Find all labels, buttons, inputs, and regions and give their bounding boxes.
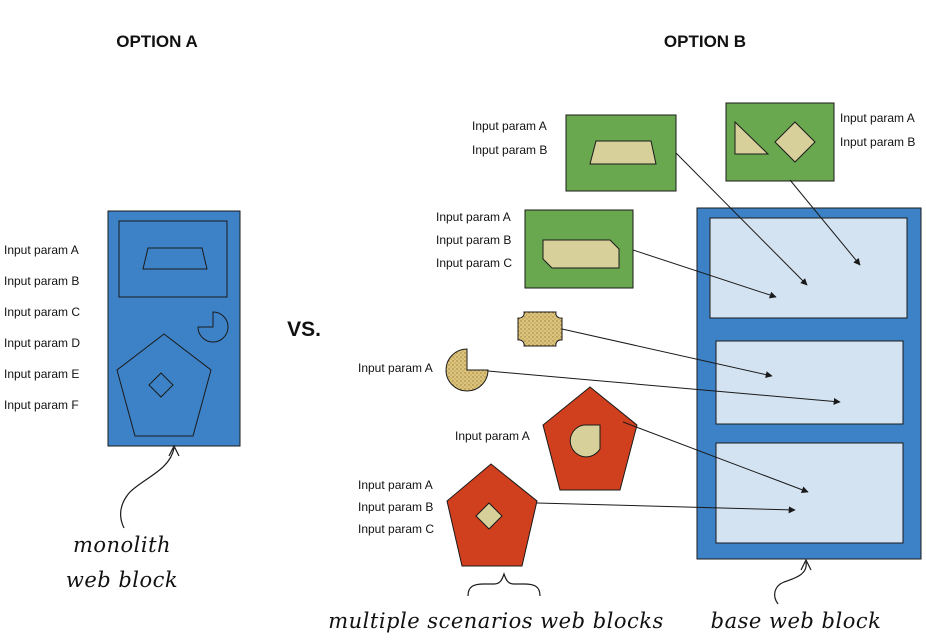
diamond-shape — [148, 372, 174, 398]
connector-arrow — [561, 328, 773, 379]
block2-param: Input param B — [840, 135, 915, 149]
scenarios-brace — [467, 572, 541, 597]
triangle-shape — [734, 120, 770, 155]
block7-param: Input param B — [358, 500, 433, 514]
block1-param: Input param B — [472, 143, 547, 157]
vs-label: VS. — [287, 318, 321, 341]
block6-param: Input param A — [455, 429, 530, 443]
plaque-shape — [517, 311, 563, 347]
connector-arrow — [675, 152, 808, 286]
block1-param: Input param A — [472, 119, 547, 133]
base-pointer-tip — [800, 558, 812, 571]
connector-arrows — [487, 152, 861, 514]
teardrop-shape — [569, 424, 601, 458]
option-a-param-list: Input param A Input param B Input param … — [4, 243, 80, 412]
base-slot-3 — [715, 442, 904, 544]
monolith-inner-frame — [118, 220, 228, 298]
option-a-param: Input param B — [4, 274, 79, 288]
pie-shape — [197, 311, 229, 343]
block3-param: Input param C — [436, 256, 512, 270]
block7-param: Input param A — [358, 478, 433, 492]
trapezoid-shape — [589, 140, 657, 165]
monolith-block-body — [107, 210, 241, 447]
monolith-pointer-line — [120, 447, 175, 529]
block3-param: Input param B — [436, 233, 511, 247]
monolith-caption-line2: web block — [66, 568, 178, 592]
base-pointer-line — [774, 561, 807, 605]
scenario-block-triangle-diamond — [725, 102, 835, 182]
trapezoid-shape — [142, 247, 208, 270]
block7-param: Input param C — [358, 522, 434, 536]
block5-param: Input param A — [358, 361, 433, 375]
pie-shape — [445, 348, 489, 392]
diamond-shape — [774, 121, 816, 163]
scenario-block-red-pentagon-teardrop — [542, 386, 638, 491]
monolith-web-block — [107, 210, 241, 447]
connector-arrow — [536, 502, 796, 514]
base-slot-2 — [715, 340, 904, 425]
base-slot-1 — [709, 217, 908, 319]
option-a-param: Input param E — [4, 367, 79, 381]
base-web-block — [696, 207, 922, 560]
connector-arrow — [789, 179, 861, 266]
snipped-rect-shape — [542, 239, 620, 269]
connector-arrow — [632, 249, 777, 299]
option-a-param: Input param A — [4, 243, 79, 257]
diamond-shape — [475, 502, 503, 530]
option-a-param: Input param C — [4, 305, 80, 319]
monolith-caption-line1: monolith — [73, 533, 171, 557]
block2-param: Input param A — [840, 111, 915, 125]
connector-arrow — [487, 370, 841, 405]
monolith-pointer-tip — [168, 444, 180, 457]
option-a-param: Input param D — [4, 336, 80, 350]
option-a-param: Input param F — [4, 398, 79, 412]
scenario-block-snipped-rect — [524, 209, 634, 289]
block3-param: Input param A — [436, 210, 511, 224]
pentagon-shape — [116, 333, 212, 437]
scenarios-caption: multiple scenarios web blocks — [328, 609, 664, 633]
scenario-block-trapezoid — [565, 114, 677, 192]
scenario-block-red-pentagon-diamond — [446, 463, 538, 567]
connector-arrow — [622, 421, 809, 494]
base-caption: base web block — [711, 609, 882, 633]
option-a-title: OPTION A — [116, 32, 198, 51]
option-b-title: OPTION B — [664, 32, 746, 51]
